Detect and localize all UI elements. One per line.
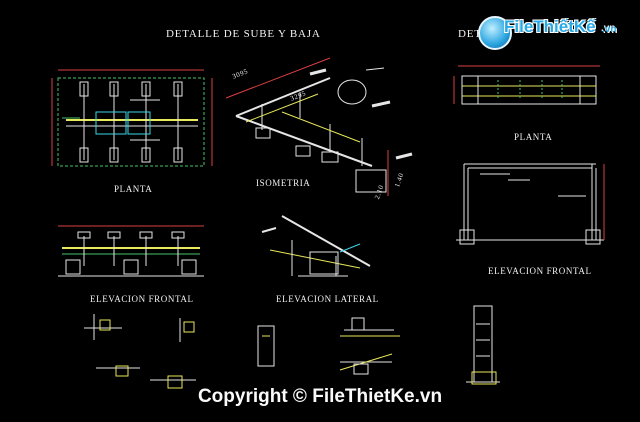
detail-drawings bbox=[84, 305, 500, 389]
view-label-isometria: ISOMETRIA bbox=[256, 178, 311, 188]
planta-left-drawing bbox=[51, 69, 213, 167]
elevacion-lateral-drawing bbox=[261, 215, 371, 277]
view-label-planta-left: PLANTA bbox=[114, 184, 153, 194]
elevacion-frontal-right-drawing bbox=[456, 163, 605, 245]
planta-right-drawing bbox=[453, 65, 600, 105]
copyright-watermark: Copyright © FileThietKe.vn bbox=[197, 386, 443, 407]
filethietke-logo: FileThiếtKế .vn bbox=[472, 6, 640, 56]
logo-badge-icon bbox=[478, 16, 512, 50]
logo-tld: .vn bbox=[602, 24, 617, 35]
view-label-elevacion-frontal-right: ELEVACION FRONTAL bbox=[488, 266, 592, 276]
logo-text: FileThiếtKế bbox=[504, 17, 596, 36]
view-label-elevacion-frontal-left: ELEVACION FRONTAL bbox=[90, 294, 194, 304]
view-label-elevacion-lateral: ELEVACION LATERAL bbox=[276, 294, 379, 304]
main-title: DETALLE DE SUBE Y BAJA bbox=[166, 28, 321, 40]
isometria-drawing bbox=[225, 57, 413, 196]
view-label-planta-right: PLANTA bbox=[514, 132, 553, 142]
elevacion-frontal-left-drawing bbox=[58, 225, 204, 277]
